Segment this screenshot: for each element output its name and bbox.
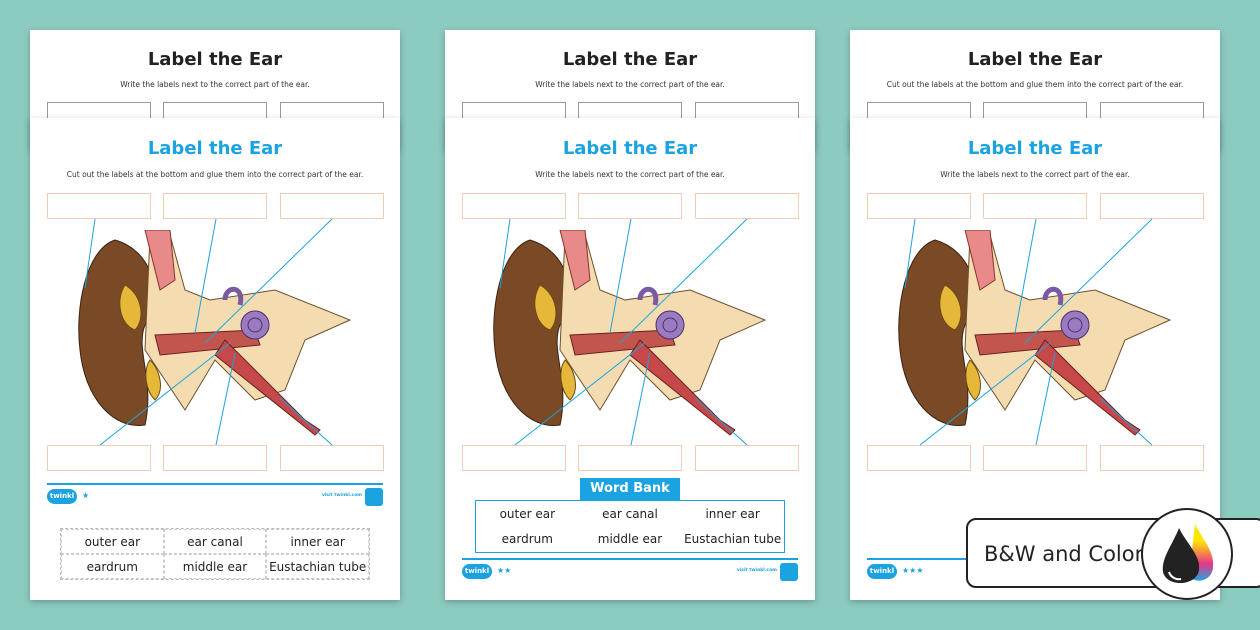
label-box[interactable] bbox=[163, 193, 267, 219]
twinkl-logo: twinkl bbox=[867, 564, 897, 579]
label-box[interactable] bbox=[867, 445, 971, 471]
label-box[interactable] bbox=[462, 193, 566, 219]
quality-badge-icon bbox=[365, 488, 383, 506]
ear-diagram bbox=[490, 229, 770, 440]
difficulty-stars: ★★ bbox=[497, 566, 512, 575]
word-bank-item: ear canal bbox=[602, 506, 658, 521]
label-box[interactable] bbox=[1100, 193, 1204, 219]
word-bank-title: Word Bank bbox=[580, 478, 680, 500]
word-bank-item: eardrum bbox=[61, 554, 164, 579]
version-label: B&W and Color bbox=[984, 542, 1144, 566]
footer-divider bbox=[462, 558, 798, 560]
label-box[interactable] bbox=[462, 445, 566, 471]
label-box[interactable] bbox=[983, 445, 1087, 471]
label-box[interactable] bbox=[1100, 445, 1204, 471]
ear-diagram bbox=[75, 229, 355, 440]
label-box[interactable] bbox=[280, 193, 384, 219]
quality-badge-icon bbox=[780, 563, 798, 581]
word-bank-item: inner ear bbox=[266, 529, 369, 554]
word-bank-item: middle ear bbox=[163, 554, 267, 579]
word-bank-item: outer ear bbox=[61, 529, 164, 554]
label-box[interactable] bbox=[867, 193, 971, 219]
label-box[interactable] bbox=[983, 193, 1087, 219]
worksheet-1: Label the Ear Cut out the labels at the … bbox=[30, 118, 400, 600]
ear-diagram bbox=[895, 229, 1175, 440]
twinkl-logo: twinkl bbox=[47, 489, 77, 504]
back-title: Label the Ear bbox=[967, 49, 1103, 70]
worksheet-title: Label the Ear bbox=[562, 138, 698, 159]
footer-divider bbox=[47, 483, 383, 485]
label-box[interactable] bbox=[695, 193, 799, 219]
difficulty-stars: ★ bbox=[82, 491, 90, 500]
label-box[interactable] bbox=[47, 445, 151, 471]
word-bank-item: eardrum bbox=[501, 532, 553, 547]
back-subtitle: Write the labels next to the correct par… bbox=[120, 80, 310, 89]
worksheet-instructions: Write the labels next to the correct par… bbox=[535, 170, 725, 179]
label-box[interactable] bbox=[163, 445, 267, 471]
word-bank: outer ear ear canal inner ear eardrum middle… bbox=[475, 500, 785, 553]
difficulty-stars: ★★★ bbox=[902, 566, 924, 575]
ink-drops-icon bbox=[1141, 508, 1233, 600]
visit-link: visit twinkl.com bbox=[321, 493, 362, 498]
word-bank-item: Eustachian tube bbox=[684, 532, 782, 547]
worksheet-title: Label the Ear bbox=[967, 138, 1103, 159]
back-title: Label the Ear bbox=[147, 49, 283, 70]
word-bank-item: ear canal bbox=[163, 529, 267, 554]
back-title: Label the Ear bbox=[562, 49, 698, 70]
worksheet-title: Label the Ear bbox=[147, 138, 283, 159]
word-bank-item: inner ear bbox=[705, 506, 760, 521]
label-box[interactable] bbox=[695, 445, 799, 471]
worksheet-instructions: Write the labels next to the correct par… bbox=[940, 170, 1130, 179]
visit-link: visit twinkl.com bbox=[736, 568, 777, 573]
back-subtitle: Write the labels next to the correct par… bbox=[535, 80, 725, 89]
label-box[interactable] bbox=[578, 193, 682, 219]
back-subtitle: Cut out the labels at the bottom and glu… bbox=[886, 80, 1184, 89]
worksheet-2: Label the Ear Write the labels next to t… bbox=[445, 118, 815, 600]
label-box[interactable] bbox=[280, 445, 384, 471]
label-box[interactable] bbox=[578, 445, 682, 471]
label-box[interactable] bbox=[47, 193, 151, 219]
word-bank-item: Eustachian tube bbox=[266, 554, 369, 579]
twinkl-logo: twinkl bbox=[462, 564, 492, 579]
word-bank-item: middle ear bbox=[597, 532, 663, 547]
worksheet-instructions: Cut out the labels at the bottom and glu… bbox=[66, 170, 364, 179]
word-bank-item: outer ear bbox=[499, 506, 556, 521]
